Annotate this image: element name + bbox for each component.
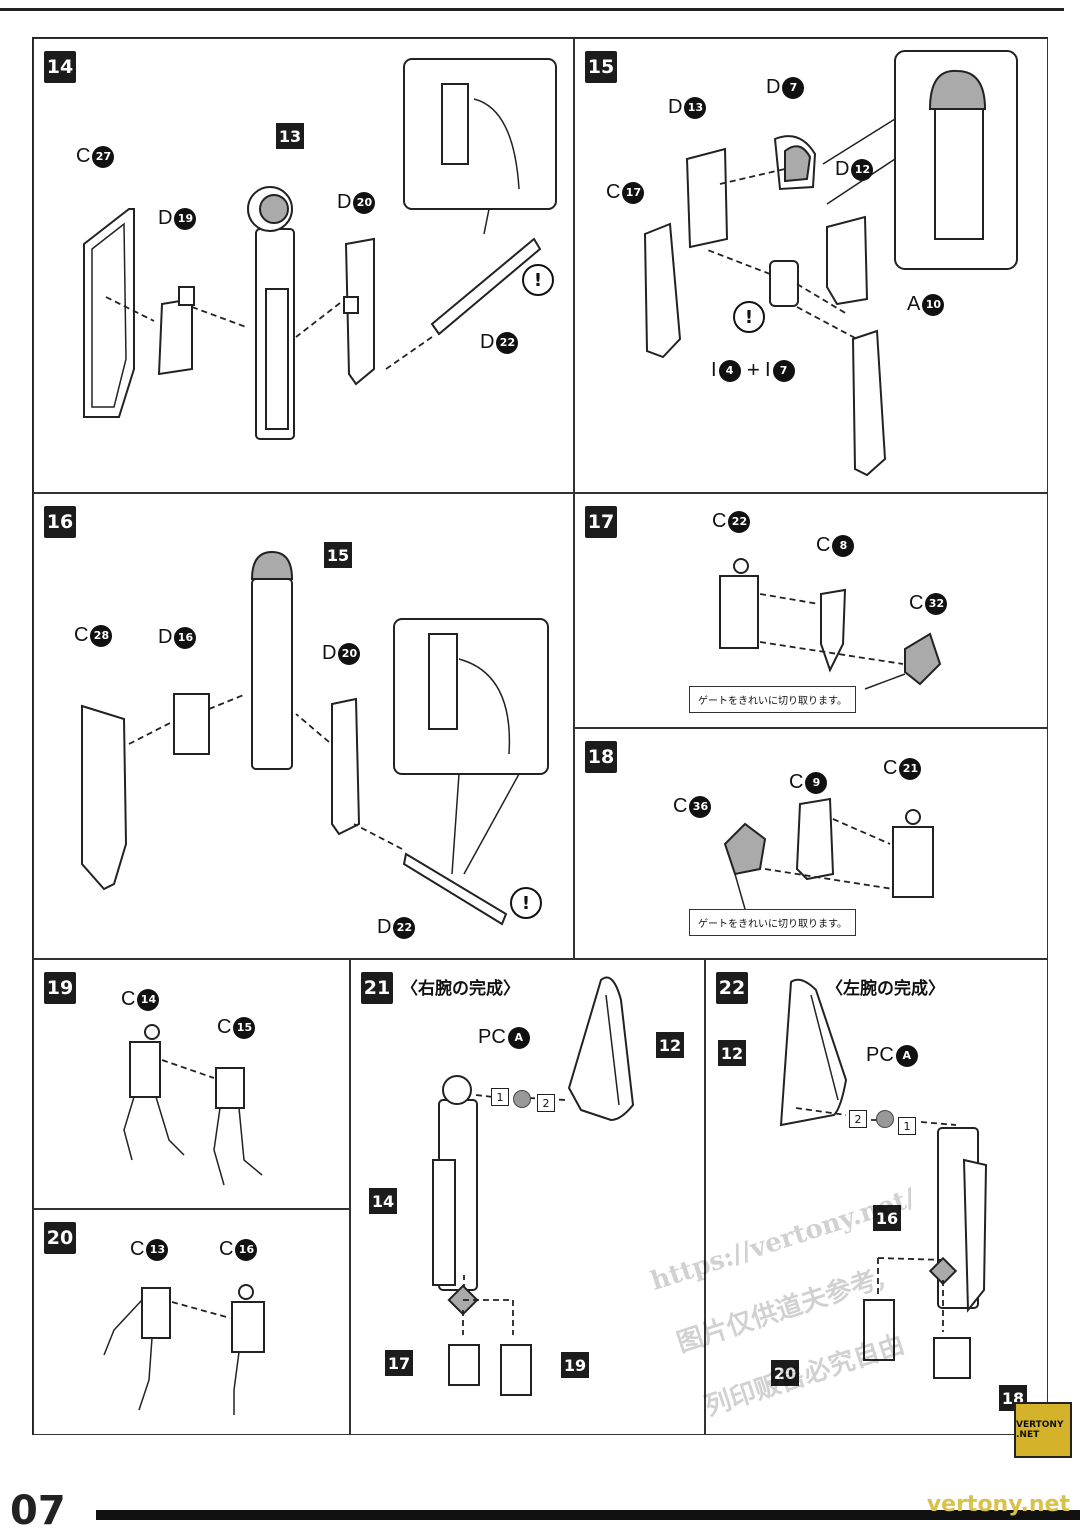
ref-20: 20: [771, 1360, 799, 1386]
ref-16: 16: [873, 1205, 901, 1231]
ref-14: 14: [369, 1188, 397, 1214]
step-number: 19: [44, 972, 76, 1004]
step-number: 15: [585, 51, 617, 83]
step-number: 16: [44, 506, 76, 538]
ref-15: 15: [324, 542, 352, 568]
step-number: 20: [44, 1222, 76, 1254]
step-21-diagram: [432, 976, 635, 1396]
plus-sign: +: [747, 357, 760, 382]
gate-cut-note: ゲートをきれいに切り取ります。: [689, 686, 856, 713]
step-17-diagram: [719, 558, 942, 690]
footer-bar: [96, 1510, 1080, 1520]
step-number: 18: [585, 741, 617, 773]
step-19-diagram: [123, 1024, 263, 1186]
ref-12: 12: [656, 1032, 684, 1058]
step-16-diagram: [81, 550, 549, 926]
caution-icon: !: [510, 887, 542, 919]
step-20-diagram: [103, 1284, 265, 1415]
step-15-diagram: [643, 50, 1018, 477]
order-2: 2: [849, 1110, 867, 1128]
ref-12: 12: [718, 1040, 746, 1066]
order-2: 2: [537, 1094, 555, 1112]
step-18-diagram: [723, 797, 934, 910]
step-number: 17: [585, 506, 617, 538]
step-22-diagram: [779, 978, 988, 1379]
page-number: 07: [10, 1488, 66, 1534]
top-rule: [0, 8, 1064, 11]
order-1: 1: [898, 1117, 916, 1135]
order-1: 1: [491, 1088, 509, 1106]
caution-icon: !: [522, 264, 554, 296]
step-number: 14: [44, 51, 76, 83]
ref-13: 13: [276, 123, 304, 149]
step-title: 〈左腕の完成〉: [826, 979, 945, 999]
vertony-logo: VERTONY .NET: [1014, 1402, 1072, 1458]
caution-icon: !: [733, 301, 765, 333]
step-number: 22: [716, 972, 748, 1004]
pc-ball: [876, 1110, 894, 1128]
step-14-diagram: [83, 58, 557, 440]
ref-19: 19: [561, 1352, 589, 1378]
step-title: 〈右腕の完成〉: [401, 979, 520, 999]
step-number: 21: [361, 972, 393, 1004]
gate-cut-note: ゲートをきれいに切り取ります。: [689, 909, 856, 936]
footer-watermark: vertony.net: [926, 1492, 1070, 1517]
pc-ball: [513, 1090, 531, 1108]
ref-17: 17: [385, 1350, 413, 1376]
